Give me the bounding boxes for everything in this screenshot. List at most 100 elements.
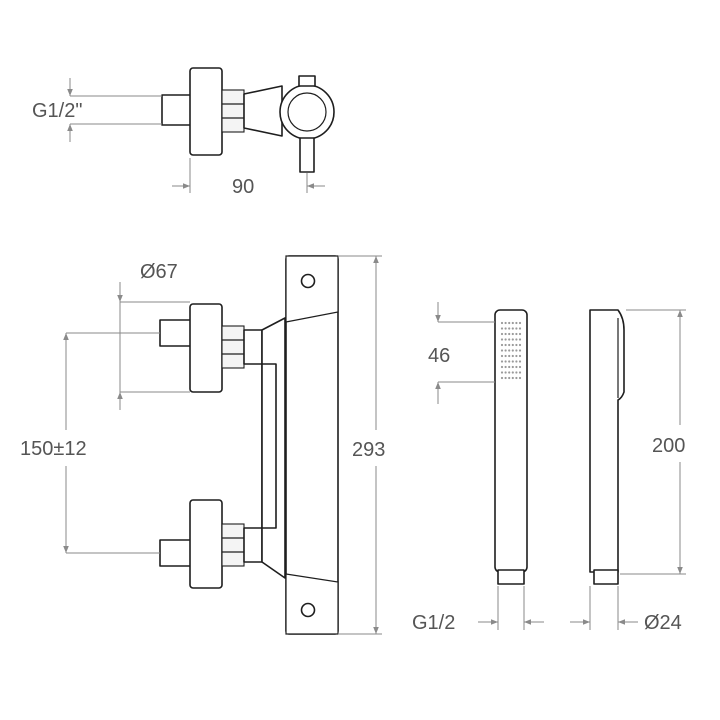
spray-nozzle (508, 338, 511, 341)
top-thread-label: G1/2" (32, 100, 82, 122)
spray-nozzle (511, 321, 514, 325)
upper-connector (243, 329, 263, 365)
spray-nozzle (500, 327, 504, 330)
upper-wall-flange (189, 303, 223, 393)
mixer-top-cap (285, 255, 339, 323)
spray-nozzle (518, 332, 522, 336)
spray-nozzle (515, 338, 518, 341)
top-hole (300, 273, 316, 289)
spray-nozzle (504, 327, 507, 330)
spray-nozzle-grid (500, 321, 522, 380)
spray-nozzle (508, 332, 511, 336)
spray-nozzle (515, 365, 518, 369)
spray-nozzle (504, 332, 507, 336)
spray-nozzle (518, 376, 522, 380)
spray-nozzle (518, 371, 522, 374)
spray-nozzle (511, 376, 514, 380)
spray-nozzle (515, 371, 518, 374)
spray-nozzle (508, 360, 511, 363)
spray-nozzle (511, 354, 514, 358)
spray-nozzle (511, 338, 514, 341)
spray-nozzle (511, 349, 514, 352)
handshower-side-connector (593, 569, 619, 585)
top-handle-stem (299, 137, 315, 173)
handshower-front-view: 46 G1/2 (412, 302, 544, 634)
spray-nozzle (500, 349, 504, 352)
spray-nozzle (511, 365, 514, 369)
spray-nozzle (500, 376, 504, 380)
spray-nozzle (500, 338, 504, 341)
spray-nozzle (500, 354, 504, 358)
handshower-front-connector (497, 569, 525, 585)
top-wall-flange (189, 67, 223, 156)
spray-nozzle (508, 327, 511, 330)
hs-thread-label: G1/2 (412, 612, 455, 634)
spray-nozzle (511, 332, 514, 336)
spray-nozzle (500, 360, 504, 363)
spray-nozzle (508, 354, 511, 358)
spray-nozzle (515, 321, 518, 325)
handshower-side-body (589, 309, 625, 573)
spray-nozzle (515, 360, 518, 363)
spray-nozzle (511, 360, 514, 363)
spray-nozzle (518, 343, 522, 347)
spray-nozzle (511, 327, 514, 330)
spray-nozzle (504, 360, 507, 363)
handshower-side-view: 200 Ø24 (570, 309, 686, 634)
spray-nozzle (508, 371, 511, 374)
spray-nozzle (508, 349, 511, 352)
lower-inlet-nipple (159, 539, 193, 567)
length-label: 200 (652, 435, 685, 457)
spray-nozzle (504, 376, 507, 380)
lower-wall-flange (189, 499, 223, 589)
top-depth-label: 90 (232, 176, 254, 198)
spray-nozzle (504, 371, 507, 374)
spray-nozzle (511, 371, 514, 374)
spray-nozzle (518, 360, 522, 363)
spray-nozzle (504, 321, 507, 325)
spray-nozzle (508, 321, 511, 325)
diameter-label: Ø67 (140, 261, 178, 283)
spray-nozzle (515, 343, 518, 347)
top-view: G1/2" 90 (32, 67, 335, 198)
spray-nozzle (511, 343, 514, 347)
spray-nozzle (518, 327, 522, 330)
handshower-front-body (494, 309, 528, 573)
spray-nozzle (518, 349, 522, 352)
top-connector (243, 85, 283, 137)
spray-nozzle (515, 354, 518, 358)
spray-nozzle (518, 354, 522, 358)
top-hex-nut (221, 89, 245, 133)
spray-nozzle (500, 371, 504, 374)
spray-nozzle (515, 349, 518, 352)
spray-nozzle (515, 332, 518, 336)
spray-nozzle (518, 321, 522, 325)
top-body-bore (287, 92, 327, 132)
upper-inlet-nipple (159, 319, 193, 347)
spray-nozzle (504, 349, 507, 352)
link-bar-body (261, 363, 277, 529)
spray-nozzle (500, 332, 504, 336)
spray-nozzle (518, 365, 522, 369)
spray-nozzle (500, 321, 504, 325)
spray-nozzle (504, 343, 507, 347)
spray-nozzle (508, 365, 511, 369)
spray-nozzle (515, 376, 518, 380)
top-handle-cap (298, 75, 316, 87)
spray-nozzle (504, 338, 507, 341)
lower-hex-nut (221, 523, 245, 567)
spray-label: 46 (428, 345, 450, 367)
top-inlet-nipple (161, 94, 193, 126)
spray-nozzle (508, 376, 511, 380)
spray-nozzle (504, 365, 507, 369)
lower-connector (243, 527, 263, 563)
spray-nozzle (504, 354, 507, 358)
spray-nozzle (518, 338, 522, 341)
spray-nozzle (500, 343, 504, 347)
spray-nozzle (508, 343, 511, 347)
spray-nozzle (515, 327, 518, 330)
upper-hex-nut (221, 325, 245, 369)
bottom-hole (300, 602, 316, 618)
spray-nozzle (500, 365, 504, 369)
